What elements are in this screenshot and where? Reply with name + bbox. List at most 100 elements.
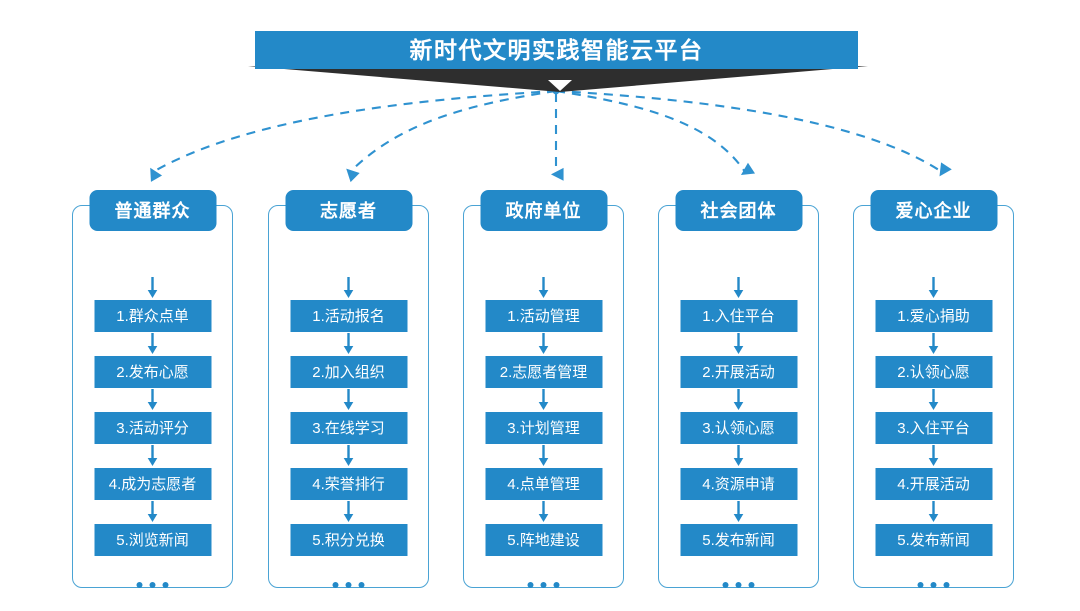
flow-arrow: [290, 276, 407, 300]
down-arrow-icon: [733, 389, 744, 410]
flow-item-label: 1.活动管理: [507, 307, 580, 325]
down-arrow-icon: [343, 445, 354, 466]
flow-arrow: [94, 444, 211, 468]
flow-arrow: [875, 276, 992, 300]
flow-arrow: [290, 388, 407, 412]
page-title: 新时代文明实践智能云平台: [409, 36, 704, 63]
down-arrow-icon: [538, 277, 549, 298]
flow-item[interactable]: 5.积分兑换: [290, 524, 407, 556]
flow-item[interactable]: 2.加入组织: [290, 356, 407, 388]
flow-arrow: [290, 500, 407, 524]
column-items-col-social-group: 1.入住平台 2.开展活动 3.认领心愿 4.资源申请 5.发布新闻: [680, 276, 797, 600]
flow-item[interactable]: 1.入住平台: [680, 300, 797, 332]
flow-item-label: 2.加入组织: [312, 363, 385, 381]
flow-item-label: 5.浏览新闻: [116, 531, 189, 549]
flow-arrow: [875, 500, 992, 524]
flow-item[interactable]: 5.发布新闻: [680, 524, 797, 556]
flow-item-label: 4.荣誉排行: [312, 475, 385, 493]
ellipsis-dot: [527, 582, 534, 588]
banner-shadow-chevron: [248, 66, 868, 92]
flow-arrow: [485, 332, 602, 356]
column-header-col-social-group[interactable]: 社会团体: [675, 190, 802, 231]
flow-item-label: 3.在线学习: [312, 419, 385, 437]
column-card-social-group: 社会团体 1.入住平台 2.开展活动 3.认领心愿 4.资源申请 5.发布新闻: [658, 190, 819, 588]
flow-item[interactable]: 3.在线学习: [290, 412, 407, 444]
down-arrow-icon: [928, 445, 939, 466]
down-arrow-icon: [928, 501, 939, 522]
flow-item[interactable]: 3.活动评分: [94, 412, 211, 444]
ellipsis-dot: [332, 582, 339, 588]
flow-arrow: [680, 500, 797, 524]
flow-item-label: 3.计划管理: [507, 419, 580, 437]
column-header-col-enterprise[interactable]: 爱心企业: [870, 190, 997, 231]
flow-item[interactable]: 4.荣誉排行: [290, 468, 407, 500]
flow-item-label: 4.点单管理: [507, 475, 580, 493]
flow-arrow: [485, 276, 602, 300]
flow-item-label: 3.活动评分: [116, 419, 189, 437]
flow-arrow: [680, 388, 797, 412]
flow-item-label: 4.开展活动: [897, 475, 970, 493]
down-arrow-icon: [733, 501, 744, 522]
flow-item[interactable]: 2.开展活动: [680, 356, 797, 388]
flow-item[interactable]: 1.爱心捐助: [875, 300, 992, 332]
flow-item[interactable]: 4.成为志愿者: [94, 468, 211, 500]
ellipsis-dot: [540, 582, 547, 588]
flow-item[interactable]: 2.认领心愿: [875, 356, 992, 388]
platform-title-banner: 新时代文明实践智能云平台: [255, 31, 858, 69]
column-header-col-government[interactable]: 政府单位: [480, 190, 607, 231]
flow-arrow: [875, 444, 992, 468]
flow-item-label: 1.入住平台: [702, 307, 775, 325]
flow-item-label: 3.认领心愿: [702, 419, 775, 437]
flow-item-label: 1.群众点单: [116, 307, 189, 325]
flow-item[interactable]: 3.入住平台: [875, 412, 992, 444]
flow-item[interactable]: 1.活动报名: [290, 300, 407, 332]
column-card-government: 政府单位 1.活动管理 2.志愿者管理 3.计划管理 4.点单管理 5.阵地建设: [463, 190, 624, 588]
down-arrow-icon: [343, 389, 354, 410]
more-items-ellipsis: [680, 570, 797, 600]
flow-item[interactable]: 2.发布心愿: [94, 356, 211, 388]
more-items-ellipsis: [875, 570, 992, 600]
flow-item[interactable]: 1.群众点单: [94, 300, 211, 332]
ellipsis-dot: [358, 582, 365, 588]
ellipsis-dot: [930, 582, 937, 588]
ellipsis-dot: [136, 582, 143, 588]
down-arrow-icon: [147, 501, 158, 522]
ellipsis-dot: [735, 582, 742, 588]
flow-item-label: 5.阵地建设: [507, 531, 580, 549]
down-arrow-icon: [538, 445, 549, 466]
flow-item[interactable]: 5.发布新闻: [875, 524, 992, 556]
flow-arrow: [94, 500, 211, 524]
flow-item[interactable]: 3.认领心愿: [680, 412, 797, 444]
flow-item-label: 1.活动报名: [312, 307, 385, 325]
flow-item[interactable]: 5.阵地建设: [485, 524, 602, 556]
down-arrow-icon: [343, 333, 354, 354]
column-card-enterprise: 爱心企业 1.爱心捐助 2.认领心愿 3.入住平台 4.开展活动 5.发布新闻: [853, 190, 1014, 588]
ellipsis-dot: [943, 582, 950, 588]
column-header-col-volunteer[interactable]: 志愿者: [285, 190, 412, 231]
flow-item-label: 2.发布心愿: [116, 363, 189, 381]
flow-item-label: 2.志愿者管理: [499, 363, 588, 381]
flow-arrow: [485, 388, 602, 412]
column-header-col-public[interactable]: 普通群众: [89, 190, 216, 231]
down-arrow-icon: [147, 389, 158, 410]
down-arrow-icon: [928, 389, 939, 410]
flow-item[interactable]: 1.活动管理: [485, 300, 602, 332]
flow-item[interactable]: 3.计划管理: [485, 412, 602, 444]
flow-item[interactable]: 5.浏览新闻: [94, 524, 211, 556]
flow-item[interactable]: 4.资源申请: [680, 468, 797, 500]
flow-item-label: 3.入住平台: [897, 419, 970, 437]
flow-item-label: 5.积分兑换: [312, 531, 385, 549]
flow-arrow: [485, 500, 602, 524]
down-arrow-icon: [147, 445, 158, 466]
ellipsis-dot: [345, 582, 352, 588]
ellipsis-dot: [722, 582, 729, 588]
down-arrow-icon: [147, 333, 158, 354]
down-arrow-icon: [928, 277, 939, 298]
down-arrow-icon: [733, 333, 744, 354]
flow-item[interactable]: 4.开展活动: [875, 468, 992, 500]
flow-arrow: [680, 444, 797, 468]
flow-item[interactable]: 4.点单管理: [485, 468, 602, 500]
column-header-label: 志愿者: [320, 200, 377, 221]
flow-item[interactable]: 2.志愿者管理: [485, 356, 602, 388]
flow-arrow: [875, 332, 992, 356]
